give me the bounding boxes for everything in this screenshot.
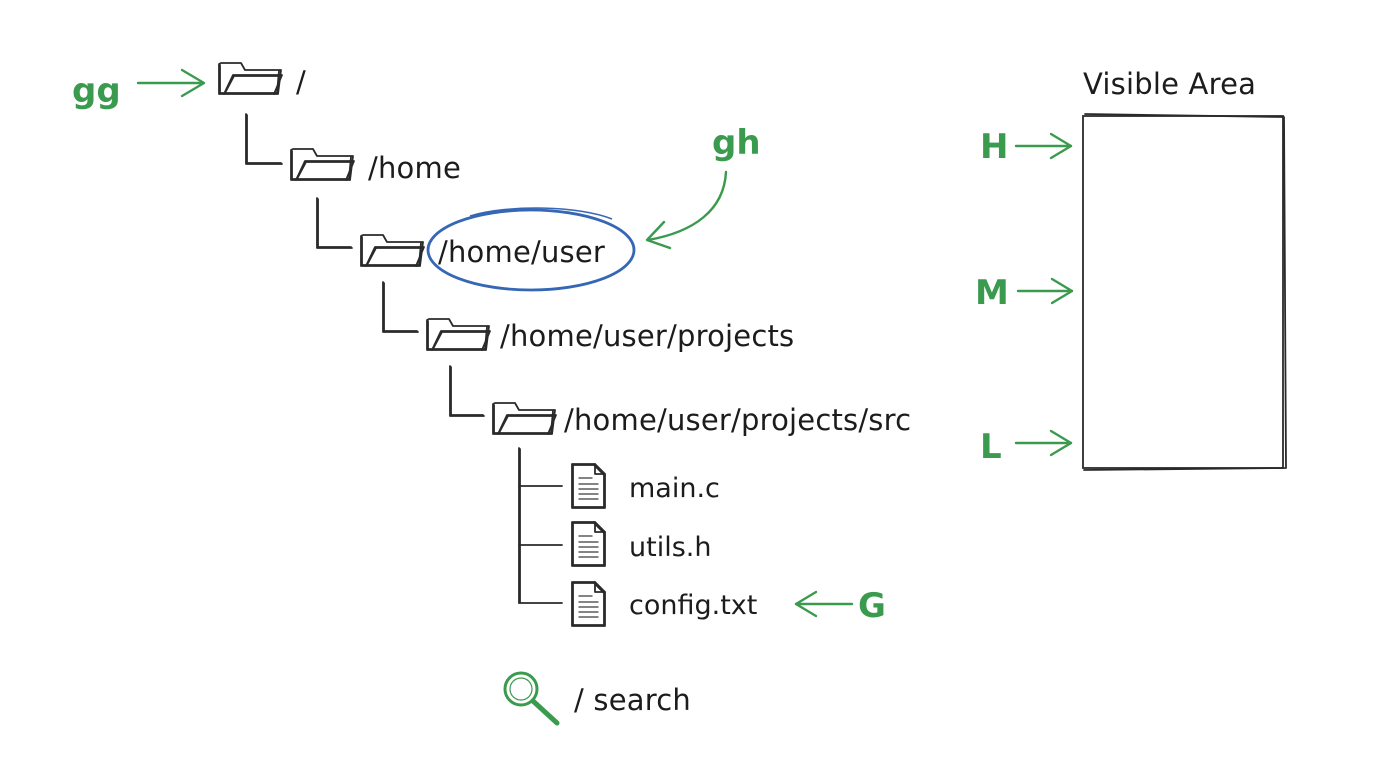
screen-position-H: H	[980, 127, 1073, 167]
folder-label-home: /home	[368, 151, 461, 185]
file-node-utils[interactable]: utils.h	[571, 521, 711, 567]
visible-area-diagram: Visible Area H M L	[975, 67, 1287, 471]
key-label-gh: gh	[712, 123, 761, 163]
file-label-main: main.c	[629, 473, 720, 504]
key-label-M: M	[975, 273, 1009, 313]
arrow-right-icon	[1016, 277, 1074, 305]
folder-icon	[426, 318, 491, 351]
search-label: / search	[574, 683, 691, 717]
key-label-H: H	[980, 127, 1008, 167]
key-label-L: L	[980, 427, 1002, 467]
folder-label-src: /home/user/projects/src	[564, 403, 911, 437]
folder-node-user[interactable]: /home/user	[360, 207, 636, 292]
screen-position-M: M	[975, 273, 1074, 313]
file-icon	[571, 581, 606, 627]
folder-node-root[interactable]: /	[218, 62, 306, 99]
search-annotation: / search	[503, 671, 691, 726]
visible-area-title: Visible Area	[1083, 67, 1256, 101]
folder-icon	[492, 402, 557, 435]
file-icon	[571, 521, 606, 567]
key-annotation-gg: gg	[72, 68, 206, 111]
folder-node-src[interactable]: /home/user/projects/src	[492, 402, 911, 437]
file-label-config: config.txt	[629, 590, 757, 621]
folder-icon	[290, 148, 355, 181]
folder-icon	[360, 234, 425, 267]
file-node-main[interactable]: main.c	[571, 463, 720, 509]
arrow-left-icon	[794, 590, 854, 618]
key-label-G: G	[858, 586, 886, 626]
search-icon	[503, 671, 560, 726]
file-icon	[571, 463, 606, 509]
visible-area-box	[1082, 113, 1287, 471]
folder-label-root: /	[296, 65, 306, 99]
key-annotation-G: G	[794, 586, 886, 626]
file-label-utils: utils.h	[629, 532, 711, 563]
folder-node-home[interactable]: /home	[290, 148, 461, 185]
arrow-right-icon	[136, 68, 206, 98]
arrow-right-icon	[1014, 429, 1073, 457]
folder-node-projects[interactable]: /home/user/projects	[426, 318, 794, 353]
file-node-config[interactable]: config.txt	[571, 581, 757, 627]
tree-connectors	[245, 113, 563, 604]
folder-label-projects: /home/user/projects	[500, 319, 794, 353]
screen-position-L: L	[980, 427, 1073, 467]
highlight-circle	[426, 207, 636, 292]
key-annotation-gh: gh	[645, 123, 761, 250]
arrow-curved-icon	[645, 170, 728, 250]
folder-icon	[218, 62, 283, 95]
key-label-gg: gg	[72, 71, 121, 111]
arrow-right-icon	[1014, 132, 1073, 160]
folder-label-user: /home/user	[438, 235, 605, 269]
